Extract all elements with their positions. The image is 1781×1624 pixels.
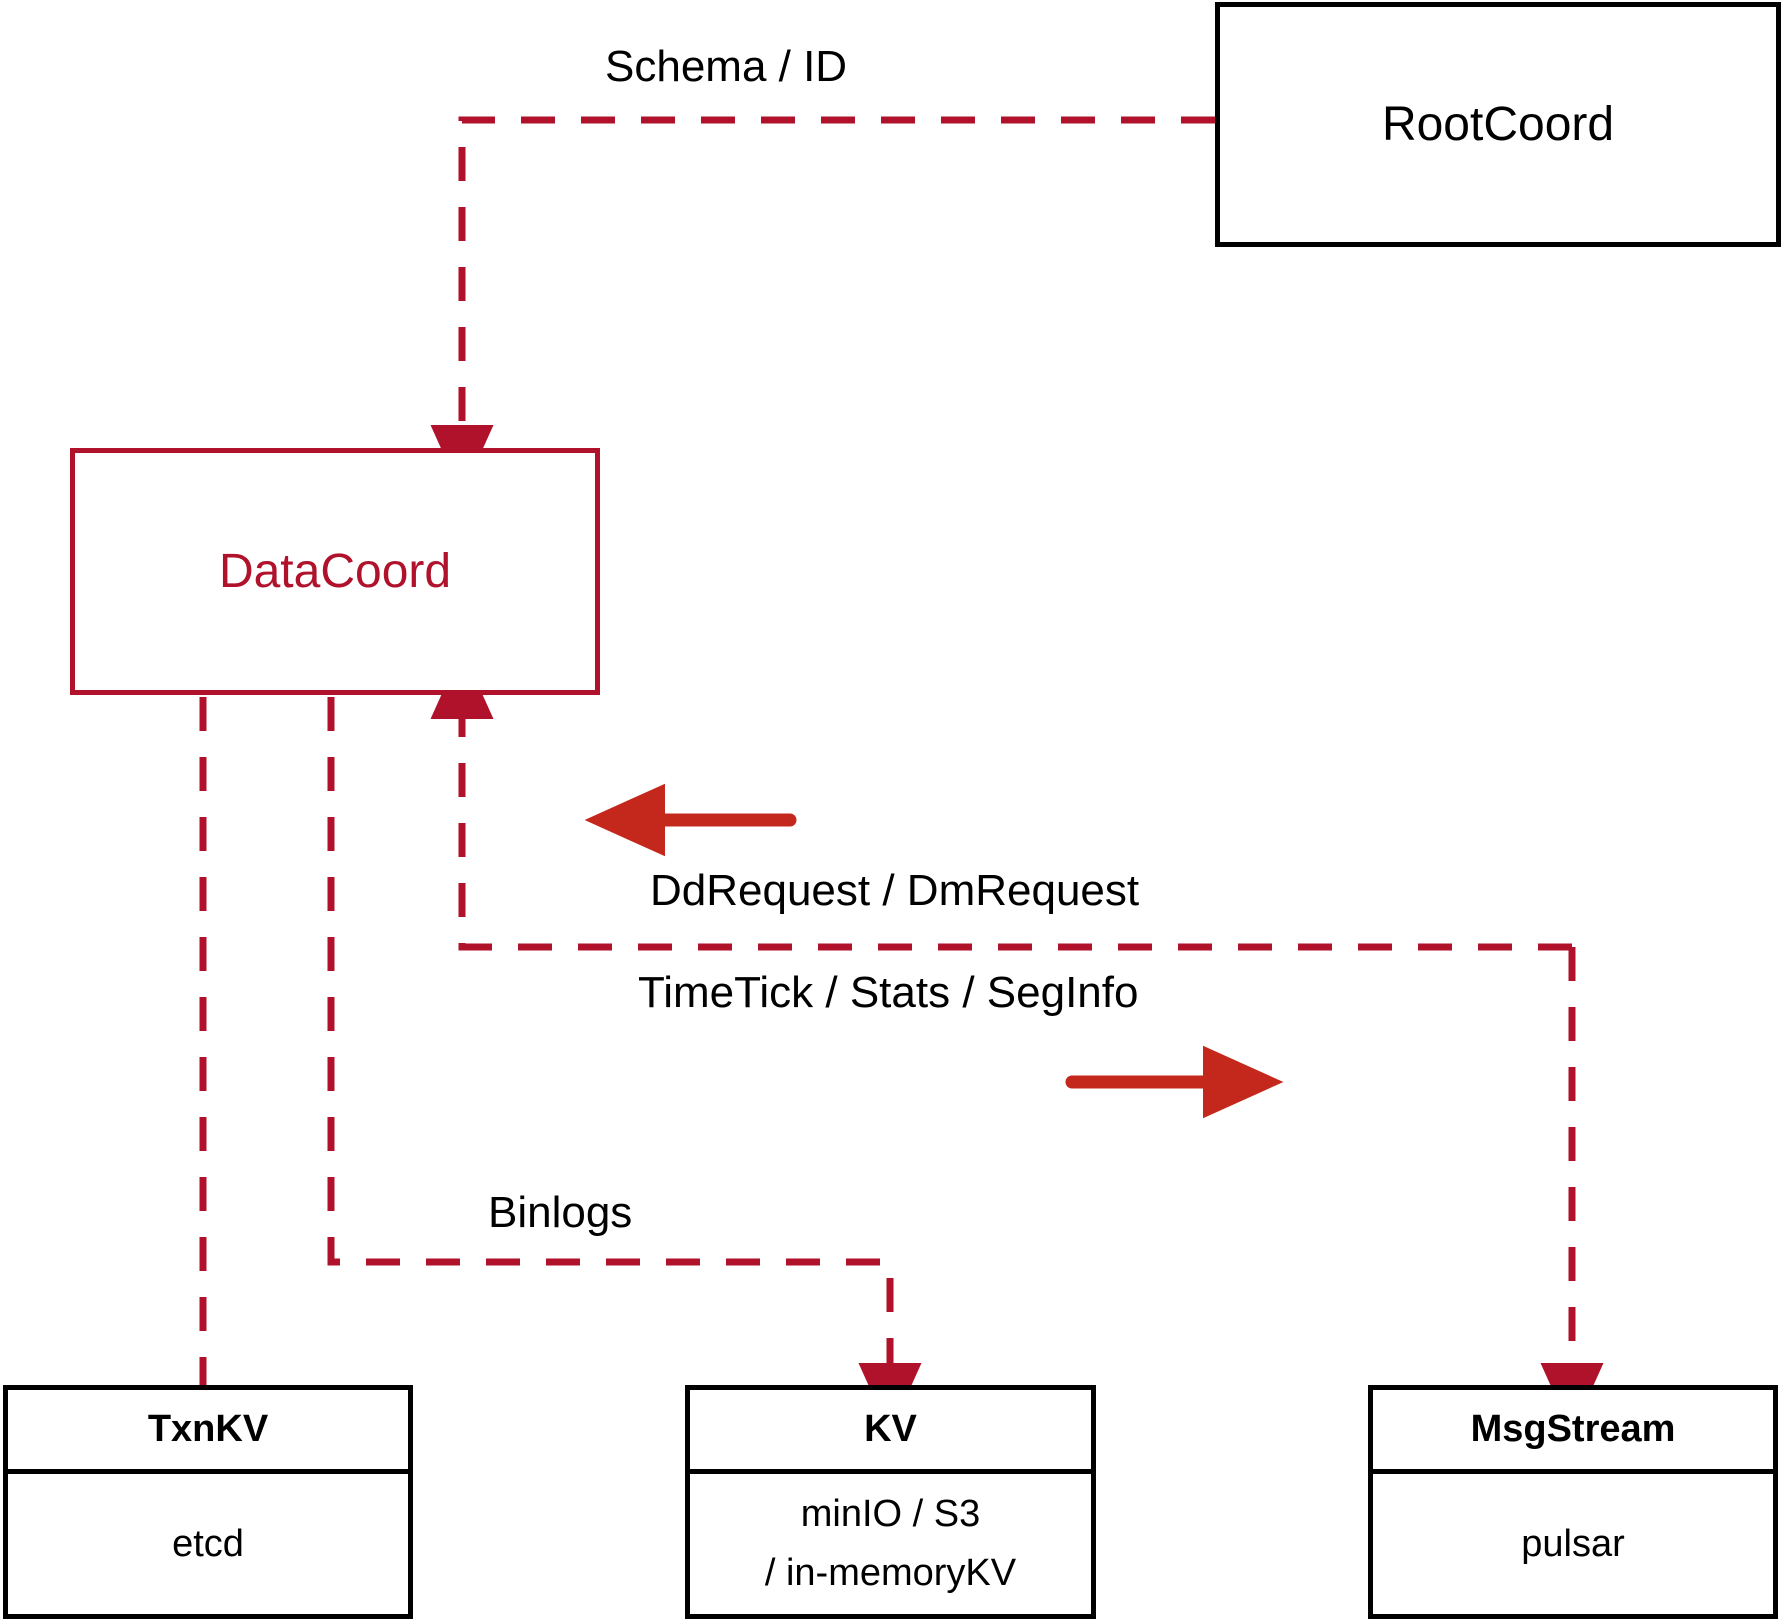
- node-kv-body-line2: / in-memoryKV: [764, 1552, 1017, 1594]
- node-rootcoord[interactable]: RootCoord: [1215, 2, 1781, 247]
- edge-schema-id: [430, 116, 1215, 495]
- node-kv-body-line1: minIO / S3: [800, 1493, 981, 1536]
- edge-label-schema-id: Schema / ID: [605, 42, 848, 91]
- node-txnkv-body: etcd: [8, 1474, 408, 1614]
- node-datacoord-label: DataCoord: [218, 545, 452, 598]
- edge-msgstream-to-datacoord: [430, 649, 1572, 951]
- node-datacoord[interactable]: DataCoord: [70, 448, 600, 695]
- edge-binlogs: [327, 697, 922, 1433]
- node-txnkv-header: TxnKV: [8, 1390, 408, 1474]
- node-rootcoord-label: RootCoord: [1381, 98, 1615, 151]
- node-msgstream-body: pulsar: [1373, 1474, 1773, 1614]
- edge-label-ddrequest: DdRequest / DmRequest: [650, 866, 1140, 915]
- node-txnkv-body-line1: etcd: [172, 1522, 244, 1565]
- node-kv-header: KV: [690, 1390, 1091, 1474]
- node-msgstream-body-line1: pulsar: [1521, 1522, 1625, 1565]
- node-msgstream[interactable]: MsgStream pulsar: [1368, 1385, 1778, 1619]
- node-kv[interactable]: KV minIO / S3 / in-memoryKV: [685, 1385, 1096, 1619]
- node-kv-body: minIO / S3 / in-memoryKV: [690, 1474, 1091, 1614]
- edge-label-binlogs: Binlogs: [488, 1188, 633, 1237]
- edge-label-timetick: TimeTick / Stats / SegInfo: [638, 968, 1139, 1017]
- node-txnkv[interactable]: TxnKV etcd: [3, 1385, 413, 1619]
- node-msgstream-header: MsgStream: [1373, 1390, 1773, 1474]
